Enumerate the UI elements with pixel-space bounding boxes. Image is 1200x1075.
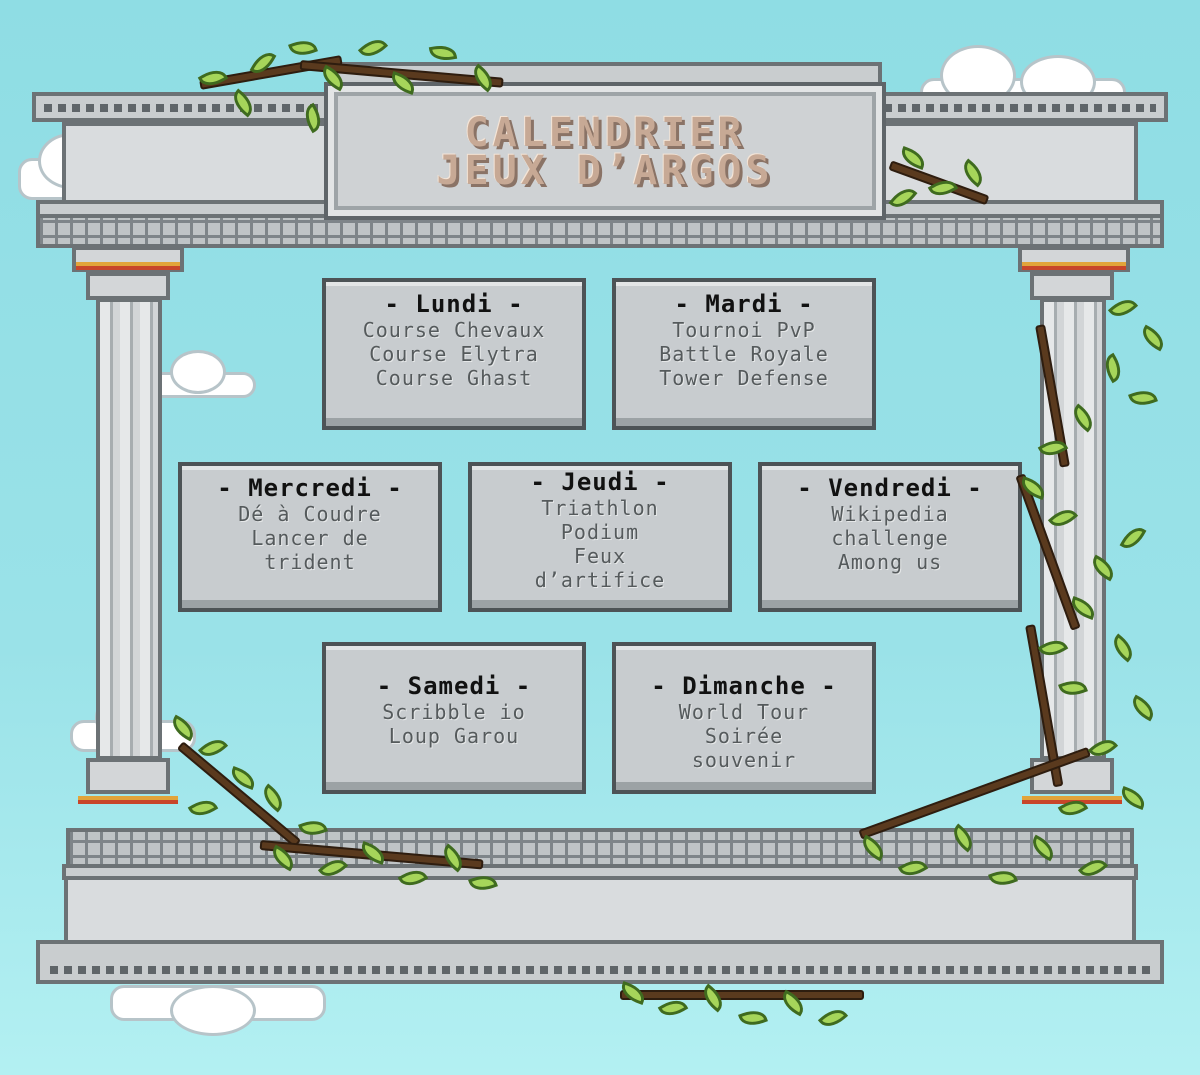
game-item: Tower Defense <box>659 366 829 390</box>
left-column-band-bottom <box>78 796 178 804</box>
day-label: - Lundi - <box>384 290 524 318</box>
game-item: challenge <box>831 526 949 550</box>
game-item: trident <box>264 550 356 574</box>
day-label: - Samedi - <box>376 672 532 700</box>
base-step <box>36 940 1164 984</box>
leaf-icon <box>357 33 389 63</box>
left-column-shaft <box>96 298 162 760</box>
leaf-icon <box>817 1003 849 1033</box>
leaf-icon <box>1128 386 1158 410</box>
leaf-icon <box>288 36 318 60</box>
day-label: - Dimanche - <box>651 672 837 700</box>
leaf-icon <box>1137 324 1169 352</box>
game-item: Wikipedia <box>831 502 949 526</box>
game-item: souvenir <box>691 748 797 772</box>
game-item: Course Elytra <box>369 342 539 366</box>
leaf-icon <box>1127 694 1159 722</box>
game-item: Tournoi PvP <box>672 318 816 342</box>
meander-frieze-bottom <box>66 828 1134 868</box>
left-column-echinus <box>86 272 170 300</box>
leaf-icon <box>738 1006 768 1030</box>
leaf-icon <box>1118 786 1148 810</box>
title-plaque: CALENDRIER JEUX D’ARGOS <box>324 82 886 220</box>
game-item: Podium <box>560 520 640 544</box>
day-card-samedi: - Samedi - Scribble io Loup Garou <box>322 642 586 794</box>
game-item: Among us <box>837 550 943 574</box>
right-column-echinus <box>1030 272 1114 300</box>
leaf-icon <box>187 794 219 822</box>
day-card-mercredi: - Mercredi - Dé à Coudre Lancer de tride… <box>178 462 442 612</box>
game-item: Dé à Coudre <box>238 502 382 526</box>
stylobate <box>64 876 1136 944</box>
day-card-lundi: - Lundi - Course Chevaux Course Elytra C… <box>322 278 586 430</box>
dentil-bottom <box>50 966 1150 974</box>
game-item: World Tour <box>678 700 810 724</box>
title-line-2: JEUX D’ARGOS <box>436 148 774 194</box>
day-label: - Vendredi - <box>797 474 983 502</box>
leaf-icon <box>1119 522 1147 554</box>
leaf-icon <box>1107 633 1139 663</box>
day-card-mardi: - Mardi - Tournoi PvP Battle Royale Towe… <box>612 278 876 430</box>
game-item: Course Ghast <box>375 366 533 390</box>
game-item: Battle Royale <box>659 342 829 366</box>
vine-stem <box>620 990 864 1000</box>
game-item: Triathlon <box>541 496 659 520</box>
game-item: Course Chevaux <box>362 318 546 342</box>
game-item: Scribble io <box>382 700 526 724</box>
day-card-vendredi: - Vendredi - Wikipedia challenge Among u… <box>758 462 1022 612</box>
meander-frieze-top <box>36 214 1164 248</box>
game-item: Soirée <box>704 724 784 748</box>
left-column-base <box>86 758 170 794</box>
game-item: d’artifice <box>534 568 666 592</box>
title-line-1: CALENDRIER <box>464 110 746 156</box>
day-label: - Mardi - <box>674 290 814 318</box>
cloud-bottom <box>110 975 326 1036</box>
day-label: - Jeudi - <box>530 468 670 496</box>
left-column-band-top <box>76 262 180 270</box>
game-item: Lancer de <box>251 526 369 550</box>
day-label: - Mercredi - <box>217 474 403 502</box>
game-item: Loup Garou <box>388 724 520 748</box>
game-item: Feux <box>573 544 627 568</box>
day-card-dimanche: - Dimanche - World Tour Soirée souvenir <box>612 642 876 794</box>
day-card-jeudi: - Jeudi - Triathlon Podium Feux d’artifi… <box>468 462 732 612</box>
leaf-icon <box>428 42 458 64</box>
right-column-band-top <box>1022 262 1126 270</box>
